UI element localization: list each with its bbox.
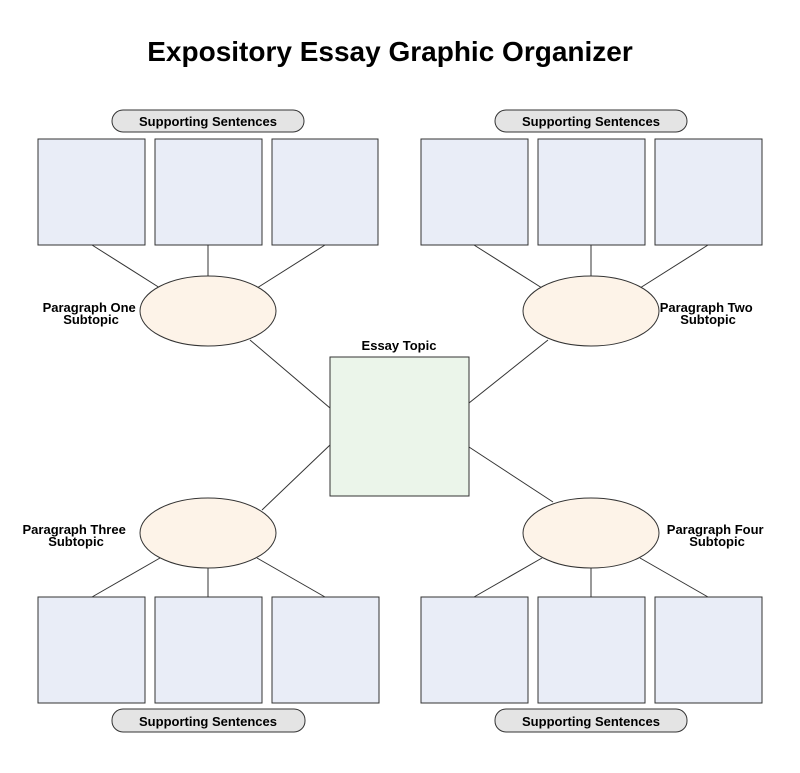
connector-line [256,244,326,289]
subtopic-label-line: Paragraph Three [23,522,126,537]
sentence-boxes-bottom-left [37,596,380,704]
sentence-box[interactable] [271,138,379,246]
subtopic-label-one: Paragraph One Subtopic [43,300,140,327]
subtopic-label-line: Paragraph Four [667,522,764,537]
page-title: Expository Essay Graphic Organizer [147,36,633,67]
subtopic-label-four: Paragraph Four Subtopic [667,522,767,549]
subtopic-label-two: Paragraph Two Subtopic [660,300,757,327]
supporting-pill-bottom-right: Supporting Sentences [494,708,688,733]
connector-line [256,557,326,598]
sentence-box[interactable] [654,596,763,704]
subtopic-label-line: Subtopic [689,534,745,549]
subtopic-label-line: Subtopic [63,312,119,327]
connector-line [473,557,543,598]
sentence-box[interactable] [271,596,380,704]
essay-topic-box[interactable] [329,356,470,497]
supporting-pill-top-right: Supporting Sentences [494,109,688,133]
connector-line [91,557,161,598]
sentence-box[interactable] [154,596,263,704]
connector-line [261,444,331,511]
sentence-boxes-bottom-right [420,596,763,704]
supporting-label: Supporting Sentences [522,114,660,129]
connector-line [91,244,161,289]
supporting-pill-bottom-left: Supporting Sentences [111,708,306,733]
subtopic-label-line: Paragraph Two [660,300,753,315]
sentence-box[interactable] [654,138,763,246]
subtopic-label-line: Subtopic [48,534,104,549]
connector-line [639,557,709,598]
sentence-boxes-top-left [37,138,379,246]
sentence-box[interactable] [420,138,529,246]
connector-line [249,339,331,409]
sentence-box[interactable] [537,138,646,246]
supporting-label: Supporting Sentences [139,114,277,129]
sentence-boxes-top-right [420,138,763,246]
supporting-label: Supporting Sentences [522,714,660,729]
subtopic-ellipse-four[interactable] [522,497,660,569]
connector-line [468,446,554,503]
supporting-pill-top-left: Supporting Sentences [111,109,305,133]
connectors [91,244,709,598]
sentence-box[interactable] [154,138,263,246]
subtopic-ellipse-two[interactable] [522,275,660,347]
subtopic-label-line: Subtopic [680,312,736,327]
connector-line [639,244,709,289]
subtopic-label-three: Paragraph Three Subtopic [23,522,130,549]
essay-topic-label: Essay Topic [362,338,437,353]
sentence-box[interactable] [37,138,146,246]
sentence-box[interactable] [537,596,646,704]
sentence-box[interactable] [37,596,146,704]
sentence-box[interactable] [420,596,529,704]
connector-line [468,339,549,404]
connector-line [473,244,543,289]
subtopic-label-line: Paragraph One [43,300,136,315]
supporting-label: Supporting Sentences [139,714,277,729]
subtopic-ellipse-three[interactable] [139,497,277,569]
subtopic-ellipse-one[interactable] [139,275,277,347]
